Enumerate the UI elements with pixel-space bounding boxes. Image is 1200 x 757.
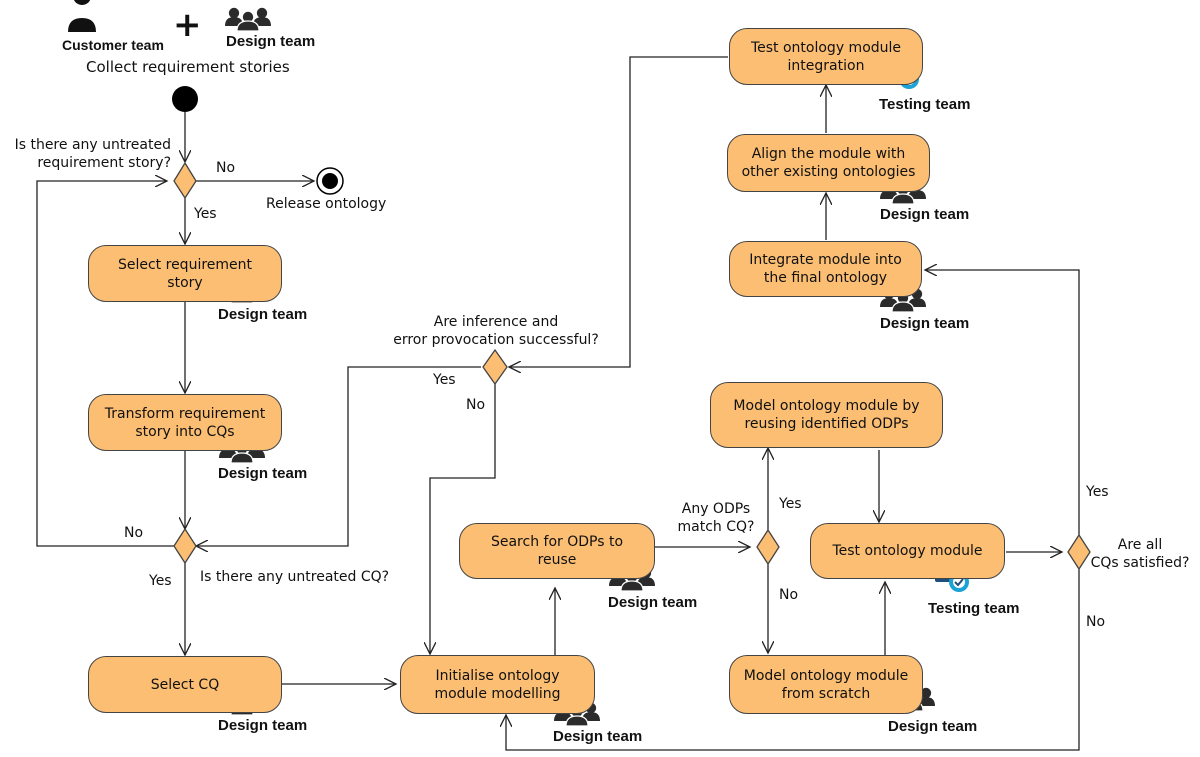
label-yes-d2: Yes <box>149 573 172 589</box>
label-yes-d4: Yes <box>779 496 802 512</box>
decision-odps-match <box>756 528 780 566</box>
edge-d5-init <box>506 568 1080 751</box>
label-no-d1: No <box>216 160 236 176</box>
node-align: Align the module with other existing ont… <box>727 134 930 192</box>
label-yes-d5: Yes <box>1086 484 1109 500</box>
decision-untreated-cq <box>173 527 197 565</box>
node-integrate: Integrate module into the final ontology <box>729 241 922 297</box>
question-untreated-cq: Is there any untreated CQ? <box>200 569 390 585</box>
node-initialise: Initialise ontology module modelling <box>400 655 595 714</box>
question-untreated-story: Is there any untreated requirement story… <box>14 137 171 171</box>
node-search-odps: Search for ODPs to reuse <box>459 523 655 579</box>
team-label-integrate: Design team <box>880 315 970 332</box>
team-label-story: Design team <box>218 306 308 323</box>
header-design-team-label: Design team <box>226 33 316 50</box>
team-label-testmodule: Testing team <box>928 600 1020 617</box>
customer-team-label: Customer team <box>62 37 164 53</box>
label-yes-d3: Yes <box>433 372 456 388</box>
node-select-story: Select requirement story <box>88 245 282 302</box>
node-test-module: Test ontology module <box>810 523 1005 579</box>
team-label-transform: Design team <box>218 465 308 482</box>
team-label-search: Design team <box>608 594 698 611</box>
node-select-cq: Select CQ <box>88 656 282 713</box>
question-odps-match: Any ODPs match CQ? <box>677 501 755 535</box>
team-label-init: Design team <box>553 728 643 745</box>
customer-person-icon <box>68 0 96 32</box>
header-design-group-icon <box>224 7 272 32</box>
edge-testint-d3 <box>509 56 728 367</box>
label-no-d4: No <box>779 587 799 603</box>
collect-stories-label: Collect requirement stories <box>86 58 290 76</box>
decision-inference <box>482 348 508 386</box>
node-test-integration: Test ontology module integration <box>729 28 923 85</box>
edge-d3-init <box>430 383 496 654</box>
node-transform: Transform requirement story into CQs <box>88 394 282 451</box>
decision-untreated-story <box>173 161 197 200</box>
decision-cqs-satisfied <box>1067 533 1091 571</box>
label-no-d2: No <box>124 525 144 541</box>
plus-sign: + <box>173 5 202 45</box>
edge-d5-integrate <box>925 270 1080 536</box>
release-ontology-label: Release ontology <box>266 196 387 212</box>
node-model-reuse: Model ontology module by reusing identif… <box>710 382 943 448</box>
team-label-testint: Testing team <box>879 96 971 113</box>
team-label-scratch: Design team <box>888 718 978 735</box>
question-inference: Are inference and error provocation succ… <box>393 314 599 348</box>
start-node <box>172 86 198 112</box>
team-label-selectcq: Design team <box>218 717 308 734</box>
label-no-d3: No <box>466 397 486 413</box>
edge-d2-d1 <box>36 181 174 547</box>
node-model-scratch: Model ontology module from scratch <box>729 655 923 714</box>
label-no-d5: No <box>1086 614 1106 630</box>
team-label-align: Design team <box>880 206 970 223</box>
label-yes-d1: Yes <box>194 206 217 222</box>
question-cqs-satisfied: Are all CQs satisfied? <box>1090 537 1190 571</box>
edge-d3-d2 <box>196 366 481 546</box>
